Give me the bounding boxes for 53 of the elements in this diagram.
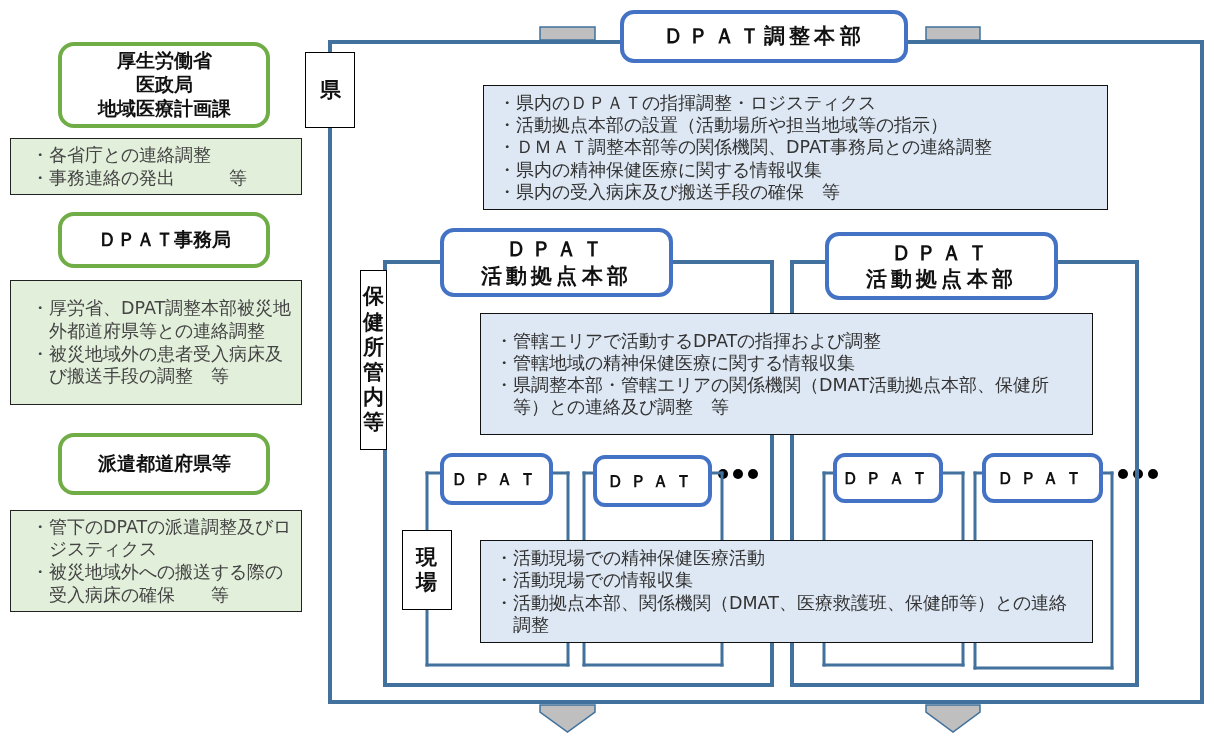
team-name: ＤＰＡＴ [606, 469, 699, 493]
team-box [440, 453, 553, 505]
task-item: ・県内の精神保健医療に関する情報収集 [498, 158, 823, 181]
area-label-box [305, 52, 355, 128]
headquarters-box [620, 10, 908, 63]
task-list-box [10, 510, 302, 612]
headquarters-name: 活動拠点本部 [865, 266, 1018, 293]
organization-box [58, 212, 270, 268]
area-name: 県 [319, 77, 341, 104]
organization-name: ＤＰＡＴ事務局 [97, 228, 231, 252]
task-item: ・事務連絡の発出 等 [31, 166, 248, 190]
task-list-box [480, 313, 1093, 435]
task-item: ・活動拠点本部、関係機関（DMAT、医療救護班、保健師等）との連絡調整 [495, 591, 1068, 636]
organization-box [58, 42, 270, 128]
team-box [833, 453, 943, 503]
headquarters-box [825, 232, 1058, 300]
organization-name: 派遣都道府県等 [97, 452, 231, 476]
task-item: ・県調整本部・管轄エリアの関係機関（DMAT活動拠点本部、保健所等）との連絡及び調整 等 [495, 374, 1050, 419]
team-box [593, 455, 712, 507]
headquarters-name: 活動拠点本部 [480, 262, 633, 289]
task-item: ・管下のDPATの派遣調整及びロジスティクス [31, 515, 293, 561]
task-item: ・活動拠点本部の設置（活動場所や担当地域等の指示） [498, 114, 949, 137]
task-item: ・活動現場での精神保健医療活動 [495, 547, 766, 570]
task-item: ・県内の受入病床及び搬送手段の確保 等 [498, 180, 841, 203]
task-item: ・県内のＤＰＡＴの指揮調整・ロジスティクス [498, 92, 877, 115]
area-label-box [402, 530, 452, 610]
headquarters-name: ＤＰＡＴ [891, 239, 992, 266]
team-name: ＤＰＡＴ [996, 466, 1089, 490]
task-item: ・被災地域外への搬送する際の受入病床の確保 等 [31, 561, 284, 607]
task-item: ・管轄地域の精神保健医療に関する情報収集 [495, 351, 856, 374]
team-name: ＤＰＡＴ [450, 467, 543, 491]
headquarters-box [440, 228, 673, 297]
organization-name: 地域医療計画課 [97, 96, 231, 121]
task-item: ・ＤＭＡＴ調整本部等の関係機関、DPAT事務局との連絡調整 [498, 136, 994, 159]
area-name: 現場 [415, 544, 438, 596]
team-name: ＤＰＡＴ [842, 466, 934, 490]
task-item: ・厚労省、DPAT調整本部被災地外都道府県等との連絡調整 [31, 297, 293, 343]
area-label-box [360, 270, 387, 450]
task-list-box [10, 138, 302, 195]
team-box [982, 453, 1103, 503]
task-list-box [480, 540, 1093, 643]
area-name: 保健所管内等 [362, 284, 385, 436]
task-item: ・活動現場での情報収集 [495, 569, 694, 592]
task-list-box [483, 85, 1108, 210]
organization-box [58, 433, 270, 495]
task-item: ・各省庁との連絡調整 [31, 143, 212, 167]
headquarters-name: ＤＰＡＴ調整本部 [663, 23, 865, 50]
headquarters-name: ＤＰＡＴ [506, 236, 607, 263]
organization-name: 医政局 [135, 73, 193, 97]
task-item: ・管轄エリアで活動するDPATの指揮および調整 [495, 329, 883, 352]
task-list-box [10, 280, 302, 405]
organization-name: 厚生労働省 [116, 49, 212, 74]
task-item: ・被災地域外の患者受入病床及び搬送手段の調整 等 [31, 342, 284, 388]
